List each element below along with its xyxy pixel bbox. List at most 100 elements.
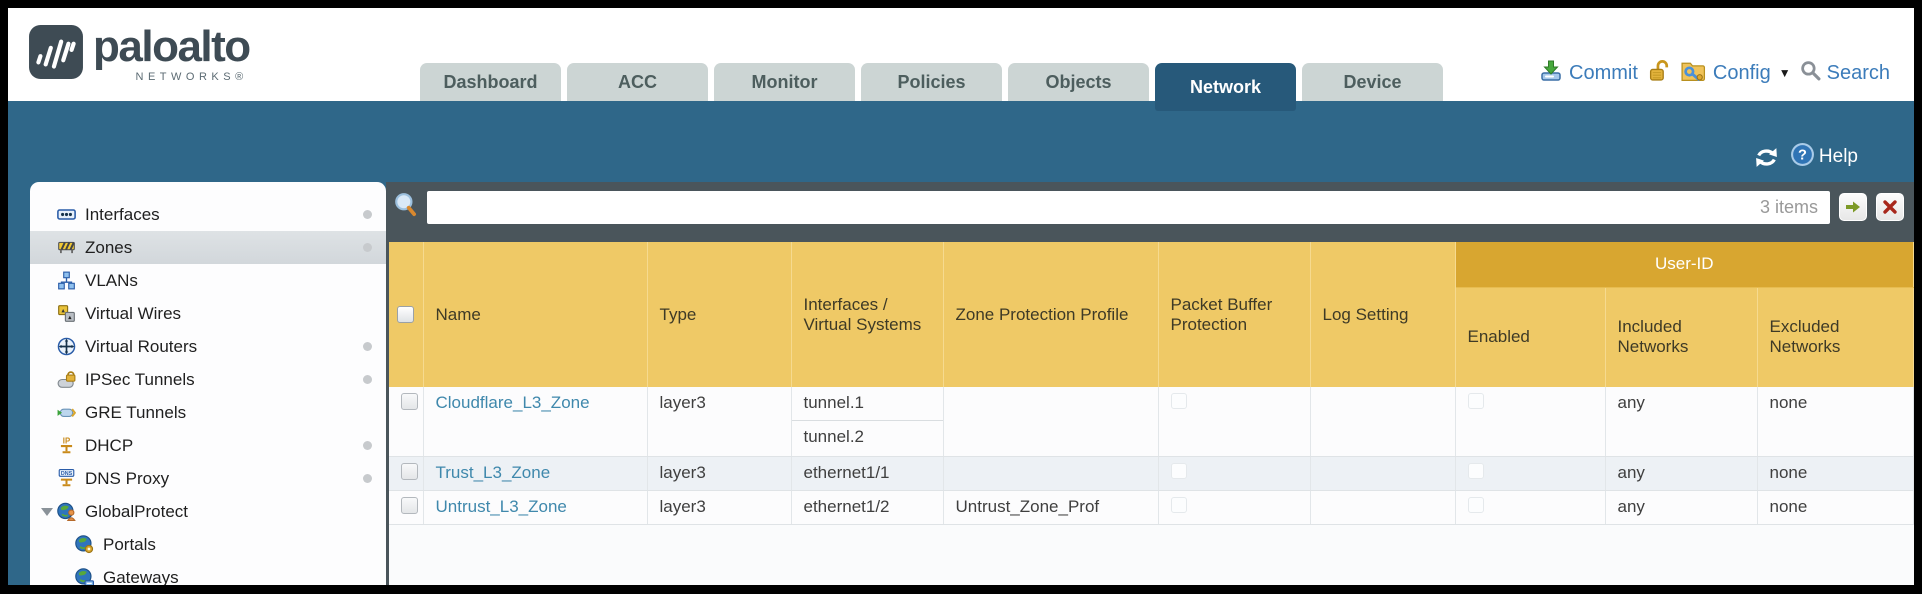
interface-entry: tunnel.1 [791,387,943,421]
tab-network[interactable]: Network [1155,63,1296,111]
tab-objects[interactable]: Objects [1008,63,1149,101]
sidebar-item-vlans[interactable]: VLANs [30,264,386,297]
col-header-packet-buffer-protection[interactable]: Packet Buffer Protection [1158,242,1311,387]
row-checkbox[interactable] [401,496,418,514]
virtual-wires-icon [54,305,78,323]
packet-buffer-checkbox[interactable] [1170,496,1187,513]
sidebar-item-zones[interactable]: Zones [30,231,386,264]
filter-search-icon [394,192,418,223]
sidebar-item-ipsec-tunnels[interactable]: IPSec Tunnels [30,363,386,396]
app-header: paloalto NETWORKS® Dashboard ACC Monitor… [8,8,1914,111]
commit-button[interactable]: Commit [1539,60,1638,87]
user-id-enabled-checkbox[interactable] [1467,393,1484,409]
tab-monitor[interactable]: Monitor [714,63,855,101]
tab-acc[interactable]: ACC [567,63,708,101]
user-id-enabled-checkbox[interactable] [1467,462,1484,479]
included-networks-cell: any [1605,490,1758,525]
search-icon [1800,60,1821,86]
sidebar-item-gre-tunnels[interactable]: GRE Tunnels [30,396,386,429]
col-header-log-setting[interactable]: Log Setting [1310,242,1456,387]
zone-name-link[interactable]: Untrust_L3_Zone [435,496,567,516]
sidebar-item-virtual-wires[interactable]: Virtual Wires [30,297,386,330]
zone-type-cell: layer3 [647,387,792,457]
tab-device[interactable]: Device [1302,63,1443,101]
sidebar-item-label: Portals [103,534,156,554]
help-button[interactable]: ? Help [1790,142,1858,172]
zone-protection-cell: Untrust_Zone_Prof [943,490,1159,525]
status-dot [363,342,372,351]
sidebar-item-interfaces[interactable]: Interfaces [30,198,386,231]
expand-caret-icon[interactable] [41,507,53,516]
dhcp-icon: IP [54,436,78,455]
col-header-enabled[interactable]: Enabled [1455,287,1606,387]
packet-buffer-checkbox[interactable] [1170,462,1187,479]
col-header-type[interactable]: Type [647,242,792,387]
sidebar-item-dhcp[interactable]: IP DHCP [30,429,386,462]
teal-banner: ? Help [8,101,1914,182]
zones-table: Name Type Interfaces / Virtual Systems Z… [389,242,1914,525]
sidebar-item-label: Virtual Routers [85,336,198,356]
select-all-checkbox[interactable] [397,306,414,323]
zone-protection-cell [943,456,1159,491]
col-header-excluded-networks[interactable]: Excluded Networks [1757,287,1914,387]
virtual-routers-icon [54,337,78,356]
brand: paloalto NETWORKS® [28,23,251,85]
row-checkbox[interactable] [401,393,418,410]
sidebar-item-gateways[interactable]: Gateways [30,561,386,585]
zone-interfaces-cell: ethernet1/2 [791,490,944,525]
col-group-user-id: User-ID [1455,242,1914,288]
zone-name-link[interactable]: Trust_L3_Zone [435,462,551,482]
sidebar-item-label: Gateways [103,567,179,586]
sidebar-item-label: Zones [85,237,133,257]
sidebar-item-label: IPSec Tunnels [85,369,195,389]
sidebar-item-globalprotect[interactable]: GlobalProtect [30,495,386,528]
sidebar-item-virtual-routers[interactable]: Virtual Routers [30,330,386,363]
tab-dashboard[interactable]: Dashboard [420,63,561,101]
sidebar-item-label: GlobalProtect [85,501,188,521]
gateways-icon [72,568,96,585]
search-button[interactable]: Search [1800,60,1890,86]
log-setting-cell [1310,490,1456,525]
zone-interfaces-cell: ethernet1/1 [791,456,944,491]
commit-icon [1539,60,1563,87]
zones-icon [54,239,78,257]
table-row: Untrust_L3_Zone layer3 ethernet1/2 Untru… [389,490,1914,525]
status-dot [363,441,372,450]
col-header-name[interactable]: Name [423,242,648,387]
refresh-icon[interactable] [1753,146,1780,169]
svg-text:DNS: DNS [60,471,72,477]
packet-buffer-checkbox[interactable] [1170,393,1187,409]
dns-proxy-icon: DNS [54,469,78,488]
status-dot [363,243,372,252]
help-icon: ? [1790,142,1815,172]
sidebar-item-label: DNS Proxy [85,468,170,488]
col-header-zone-protection-profile[interactable]: Zone Protection Profile [943,242,1159,387]
tab-policies[interactable]: Policies [861,63,1002,101]
svg-text:?: ? [1798,148,1807,164]
sidebar-item-label: Virtual Wires [85,303,182,323]
sidebar-item-dns-proxy[interactable]: DNS DNS Proxy [30,462,386,495]
excluded-networks-cell: none [1757,490,1914,525]
content-pane: 3 items [386,182,1914,585]
filter-input[interactable] [439,190,1760,224]
filter-field: 3 items [427,190,1830,224]
row-checkbox[interactable] [401,462,418,480]
apply-filter-button[interactable] [1839,193,1867,221]
sidebar-item-label: VLANs [85,270,138,290]
sidebar-item-label: DHCP [85,435,134,455]
col-header-interfaces[interactable]: Interfaces / Virtual Systems [791,242,944,387]
clear-filter-button[interactable] [1876,193,1904,221]
status-dot [363,210,372,219]
app-window: paloalto NETWORKS® Dashboard ACC Monitor… [8,8,1914,585]
user-id-enabled-checkbox[interactable] [1467,496,1484,513]
unlock-icon[interactable] [1647,59,1671,87]
commit-label: Commit [1569,61,1638,84]
status-dot [363,474,372,483]
zone-type-cell: layer3 [647,456,792,491]
sidebar-item-portals[interactable]: Portals [30,528,386,561]
items-count: 3 items [1759,196,1818,217]
zone-name-link[interactable]: Cloudflare_L3_Zone [435,393,590,412]
col-header-included-networks[interactable]: Included Networks [1605,287,1758,387]
config-menu[interactable]: Config ▼ [1680,59,1791,87]
vlans-icon [54,271,78,290]
